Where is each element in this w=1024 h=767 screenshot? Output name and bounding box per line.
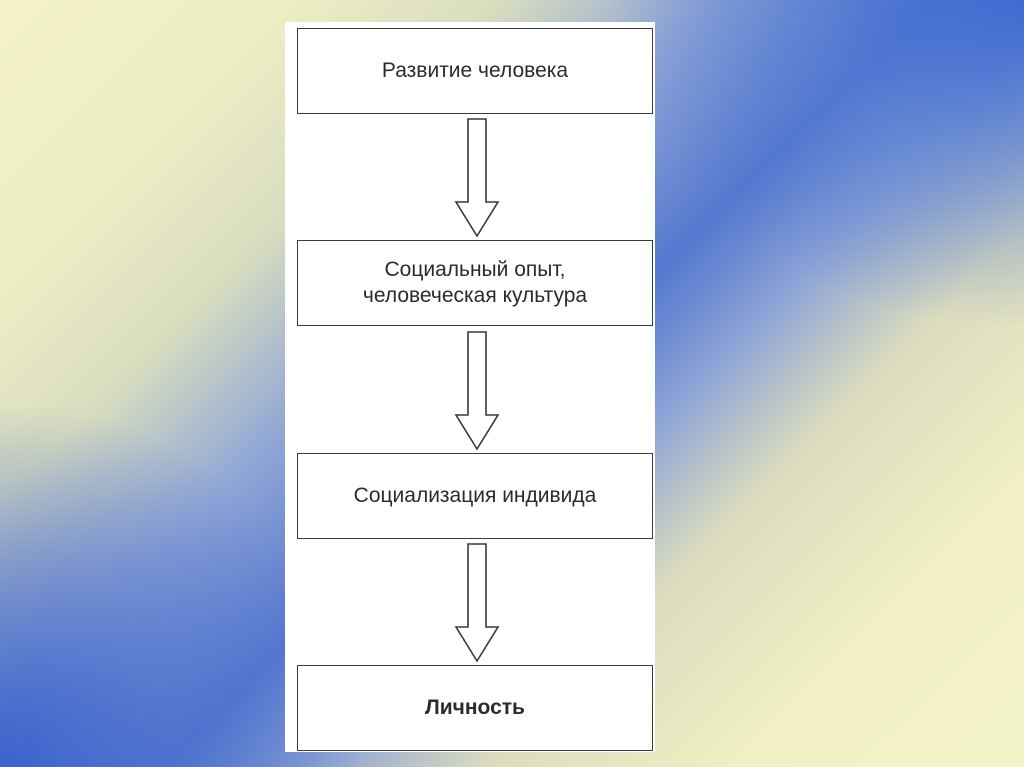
node-human-development: Развитие человека bbox=[297, 28, 653, 114]
down-arrow-icon bbox=[454, 543, 500, 663]
node-socialization: Социализация индивида bbox=[297, 453, 653, 539]
down-arrow-icon bbox=[454, 331, 500, 451]
down-arrow-icon bbox=[454, 118, 500, 238]
node-label: Личность bbox=[425, 696, 525, 719]
node-personality: Личность bbox=[297, 665, 653, 751]
node-label: Развитие человека bbox=[381, 59, 569, 82]
background-blue-glow-top-right bbox=[604, 0, 1024, 330]
node-label-line-1: Социальный опыт, bbox=[384, 258, 566, 281]
node-social-experience: Социальный опыт, человеческая культура bbox=[297, 240, 653, 326]
diagram-panel: Развитие человека Социальный опыт, челов… bbox=[285, 22, 655, 752]
node-label-line-2: человеческая культура bbox=[362, 284, 588, 307]
node-label: Социализация индивида bbox=[353, 484, 597, 507]
